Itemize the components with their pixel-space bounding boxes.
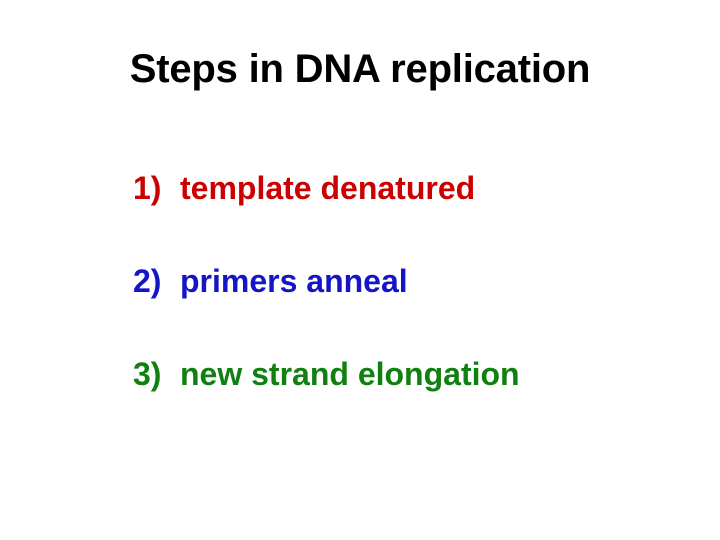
list-item: 2) primers anneal [133,265,693,297]
list-item: 1) template denatured [133,172,693,204]
step-label-3: new strand elongation [180,356,520,392]
step-marker-2: 2) [133,263,162,299]
step-label-2: primers anneal [180,263,408,299]
steps-list: 1) template denatured 2) primers anneal … [133,172,693,390]
step-label-1: template denatured [180,170,476,206]
page-title: Steps in DNA replication [129,47,591,91]
step-marker-1: 1) [133,170,162,206]
list-item: 3) new strand elongation [133,358,693,390]
step-marker-3: 3) [133,356,162,392]
